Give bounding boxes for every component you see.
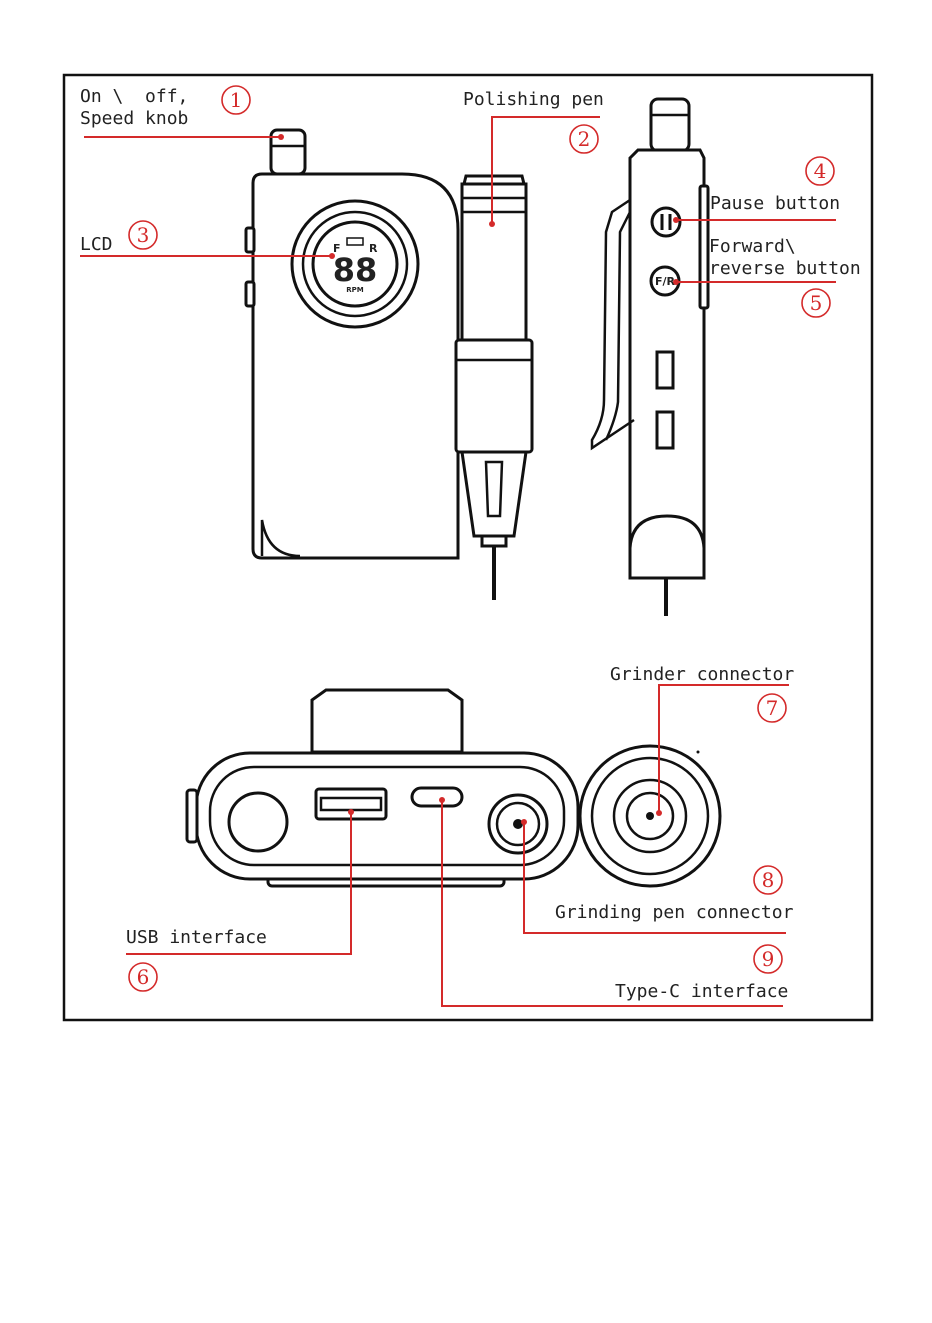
svg-text:4: 4: [814, 159, 827, 183]
power-port: [229, 793, 287, 851]
callout-6: 6: [129, 963, 157, 991]
type-c-port: [412, 788, 462, 806]
callout-7: 7: [758, 694, 786, 722]
callout-5: 5: [802, 289, 830, 317]
callout-2: 2: [570, 125, 598, 153]
label-lcd: LCD: [80, 234, 113, 255]
label-polishing-pen: Polishing pen: [463, 89, 604, 110]
svg-text:9: 9: [762, 947, 775, 971]
fr-button-text: F/R: [655, 275, 676, 288]
label-grinder-connector: Grinder connector: [610, 664, 794, 685]
pen-grip: [456, 340, 532, 452]
belt-clip: [592, 200, 634, 448]
svg-text:7: 7: [766, 696, 779, 720]
svg-text:5: 5: [810, 291, 823, 315]
side-button-lower: [246, 282, 254, 306]
side-knob: [651, 99, 689, 151]
vent-slot-lower: [657, 412, 673, 448]
callout-3: 3: [129, 221, 157, 249]
label-grinding-pen-connector: Grinding pen connector: [555, 902, 794, 923]
svg-text:3: 3: [137, 223, 150, 247]
callout-4: 4: [806, 157, 834, 185]
lcd-digits: 88: [333, 251, 378, 289]
side-view: F/R: [592, 99, 708, 616]
svg-text:1: 1: [230, 88, 243, 112]
callout-9: 9: [754, 945, 782, 973]
callout-1: 1: [222, 86, 250, 114]
bottom-top-cap: [312, 690, 462, 752]
callout-8: 8: [754, 866, 782, 894]
svg-text:8: 8: [762, 868, 775, 892]
label-forward-reverse-1: Forward\: [709, 236, 796, 257]
label-speed-knob-text: Speed knob: [80, 108, 188, 129]
vent-slot-upper: [657, 352, 673, 388]
side-button-upper: [246, 228, 254, 252]
lcd-unit: RPM: [346, 286, 364, 294]
label-forward-reverse-2: reverse button: [709, 258, 861, 279]
svg-text:6: 6: [137, 965, 150, 989]
label-pause-button: Pause button: [710, 193, 840, 214]
label-usb-interface: USB interface: [126, 927, 267, 948]
bottom-view: [187, 690, 720, 886]
svg-text:2: 2: [578, 127, 591, 151]
label-on-off: On \ off,: [80, 86, 188, 107]
side-end-cap: [630, 516, 704, 578]
front-view: F R 88 RPM: [246, 130, 458, 558]
polishing-pen: [456, 176, 532, 600]
label-type-c-interface: Type-C interface: [615, 981, 788, 1002]
